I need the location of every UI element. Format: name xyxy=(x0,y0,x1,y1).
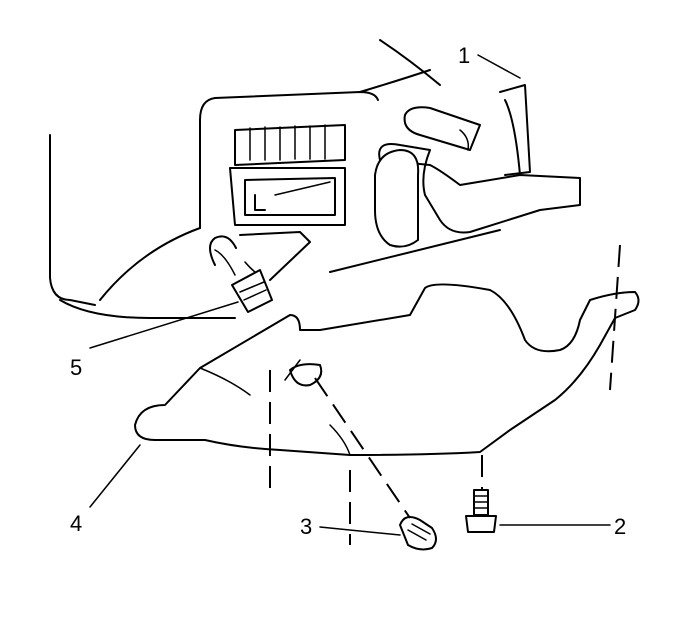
wiring-connector xyxy=(214,249,273,313)
instrument-panel xyxy=(49,39,531,319)
knee-bolster-panel xyxy=(134,283,640,456)
fastener-2 xyxy=(465,489,497,533)
callout-1: 1 xyxy=(458,43,470,68)
callout-2: 2 xyxy=(614,514,626,539)
alignment-lines xyxy=(269,244,621,545)
callout-labels: 1 2 3 4 5 xyxy=(70,43,626,539)
steering-column xyxy=(374,106,581,248)
fastener-3 xyxy=(399,515,437,551)
callout-3: 3 xyxy=(300,514,312,539)
callout-4: 4 xyxy=(70,511,82,536)
callout-5: 5 xyxy=(70,355,82,380)
leader-lines xyxy=(89,54,611,536)
